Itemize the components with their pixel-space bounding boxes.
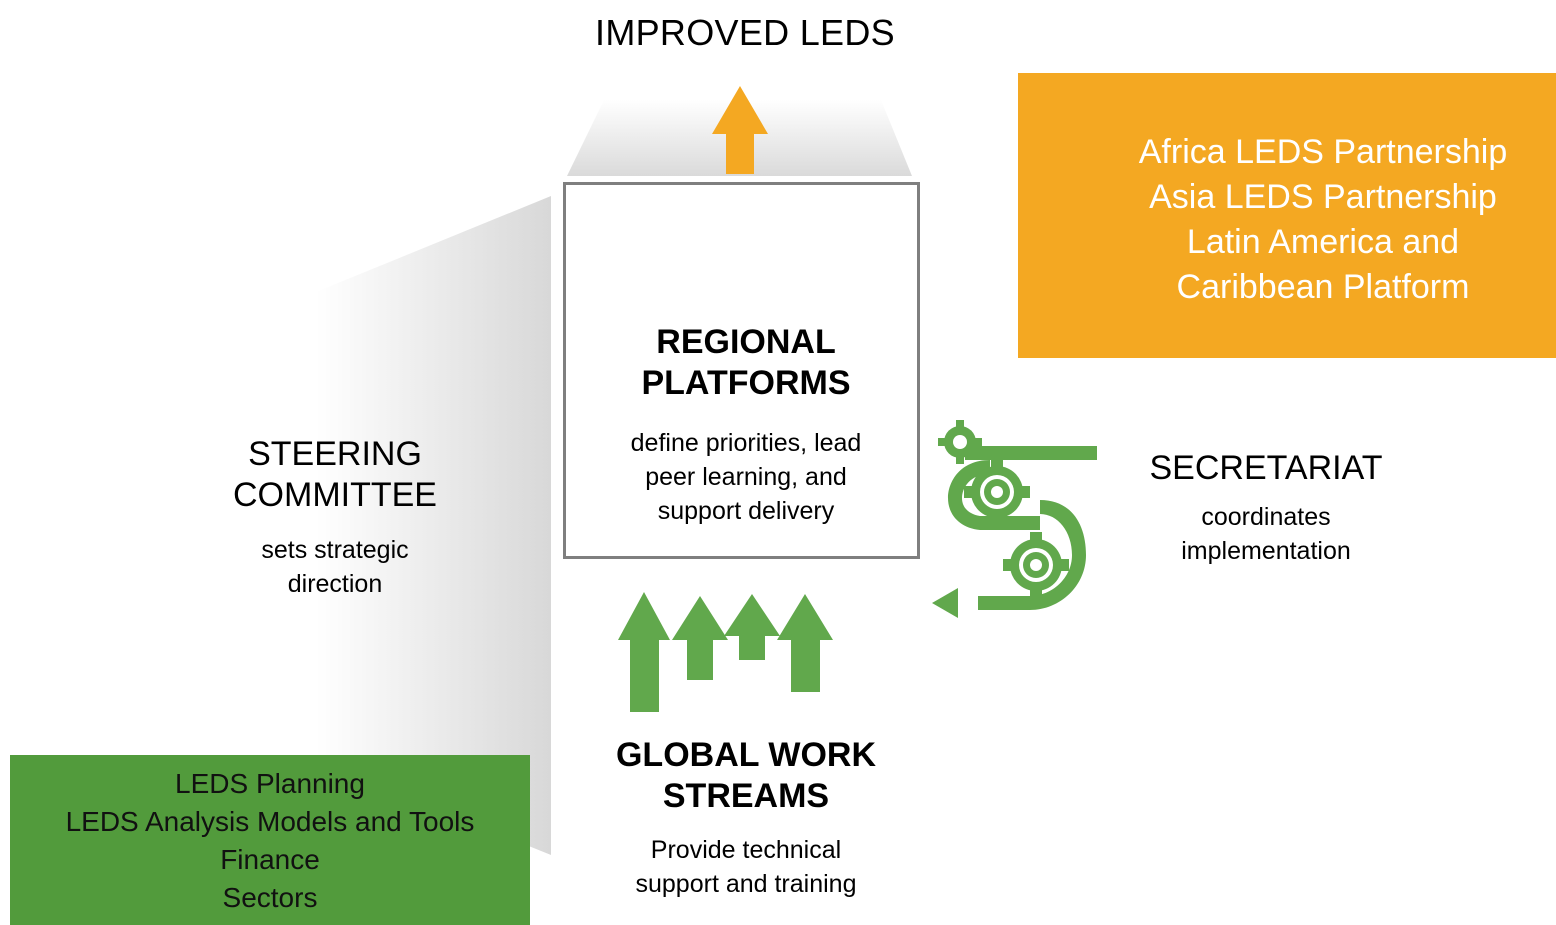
- global-work-streams-description: Provide technical support and training: [565, 833, 927, 901]
- steering-title-line: STEERING: [248, 435, 422, 473]
- regional-platforms-description: define priorities, lead peer learning, a…: [563, 426, 929, 528]
- regional-partnerships-panel: [1018, 73, 1556, 358]
- secretariat-desc-line: implementation: [1181, 537, 1351, 565]
- global-desc-line: support and training: [635, 870, 857, 898]
- work-streams-list: LEDS Planning LEDS Analysis Models and T…: [10, 765, 530, 917]
- global-work-streams-title: GLOBAL WORK STREAMS: [565, 735, 927, 817]
- work-stream-item: LEDS Analysis Models and Tools: [65, 806, 475, 837]
- steering-committee-title: STEERING COMMITTEE: [190, 434, 480, 516]
- regional-desc-line: define priorities, lead: [630, 429, 862, 457]
- steering-desc-line: sets strategic: [261, 536, 409, 564]
- work-stream-item: LEDS Planning: [175, 768, 365, 799]
- partnership-item: Asia LEDS Partnership: [1149, 178, 1497, 216]
- up-arrows-group-icon: [618, 592, 833, 712]
- secretariat-desc-line: coordinates: [1201, 503, 1331, 531]
- small-gear: [938, 420, 982, 464]
- improved-leds-title: IMPROVED LEDS: [595, 12, 895, 53]
- global-title-line: GLOBAL WORK: [615, 736, 876, 774]
- steering-committee-description: sets strategic direction: [190, 533, 480, 601]
- middle-gear: [964, 459, 1030, 525]
- lower-gear: [1003, 532, 1069, 598]
- work-streams-panel: [10, 755, 530, 925]
- regional-desc-line: support delivery: [657, 497, 835, 525]
- partnership-item: Latin America and: [1186, 223, 1460, 261]
- secretariat-description: coordinates implementation: [1110, 500, 1422, 568]
- up-arrow-icon: [712, 86, 768, 174]
- regional-partnerships-list: Africa LEDS Partnership Asia LEDS Partne…: [1090, 130, 1556, 310]
- side-perspective-wall: [316, 196, 551, 855]
- work-stream-item: Sectors: [222, 882, 318, 913]
- steering-title-line: COMMITTEE: [233, 476, 437, 514]
- global-desc-line: Provide technical: [650, 836, 842, 864]
- regional-title-line: PLATFORMS: [641, 364, 851, 402]
- regional-platforms-box: [563, 182, 920, 559]
- regional-desc-line: peer learning, and: [645, 463, 847, 491]
- global-title-line: STREAMS: [662, 777, 830, 815]
- secretariat-title: SECRETARIAT: [1149, 449, 1383, 487]
- gears-icon: [932, 420, 1097, 618]
- partnership-item: Africa LEDS Partnership: [1138, 133, 1508, 171]
- partnership-item: Caribbean Platform: [1176, 268, 1470, 306]
- regional-title-line: REGIONAL: [656, 323, 836, 361]
- regional-platforms-title: REGIONAL PLATFORMS: [563, 322, 929, 404]
- work-stream-item: Finance: [220, 844, 320, 875]
- steering-desc-line: direction: [287, 570, 383, 598]
